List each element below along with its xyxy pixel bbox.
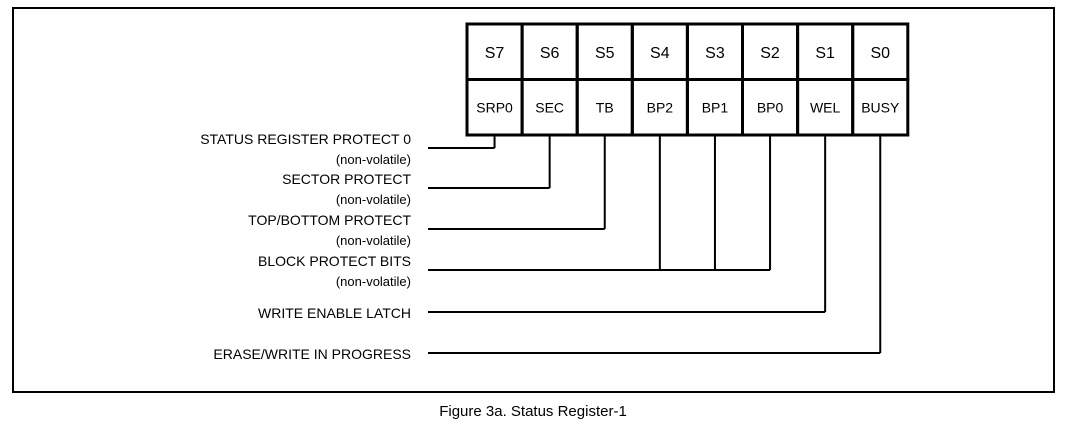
label-title: SECTOR PROTECT — [282, 171, 411, 187]
bit-name: TB — [596, 100, 614, 116]
label-subtitle: (non-volatile) — [336, 192, 411, 207]
figure-caption: Figure 3a. Status Register-1 — [439, 403, 627, 420]
bit-name: BUSY — [861, 100, 900, 116]
label-subtitle: (non-volatile) — [336, 233, 411, 248]
connector-lines — [428, 135, 882, 354]
figure-frame — [12, 7, 1055, 393]
bit-number: S2 — [760, 45, 780, 62]
bit-number: S0 — [870, 45, 890, 62]
bit-number: S7 — [485, 45, 505, 62]
label-title: TOP/BOTTOM PROTECT — [248, 212, 411, 228]
bit-name: WEL — [810, 100, 841, 116]
label-title: WRITE ENABLE LATCH — [258, 305, 411, 321]
label-subtitle: (non-volatile) — [336, 152, 411, 167]
bit-labels: STATUS REGISTER PROTECT 0 (non-volatile) S… — [200, 131, 411, 362]
bit-number: S1 — [815, 45, 835, 62]
bit-number: S3 — [705, 45, 725, 62]
label-title: ERASE/WRITE IN PROGRESS — [213, 346, 411, 362]
label-title: STATUS REGISTER PROTECT 0 — [200, 131, 411, 147]
label-title: BLOCK PROTECT BITS — [258, 253, 411, 269]
label-subtitle: (non-volatile) — [336, 274, 411, 289]
bit-name: BP2 — [647, 100, 674, 116]
bit-name: SRP0 — [476, 100, 513, 116]
bit-number: S6 — [540, 45, 560, 62]
bit-number: S4 — [650, 45, 670, 62]
bit-name: BP0 — [757, 100, 784, 116]
bit-number: S5 — [595, 45, 615, 62]
bit-name: BP1 — [702, 100, 729, 116]
bit-name: SEC — [535, 100, 564, 116]
